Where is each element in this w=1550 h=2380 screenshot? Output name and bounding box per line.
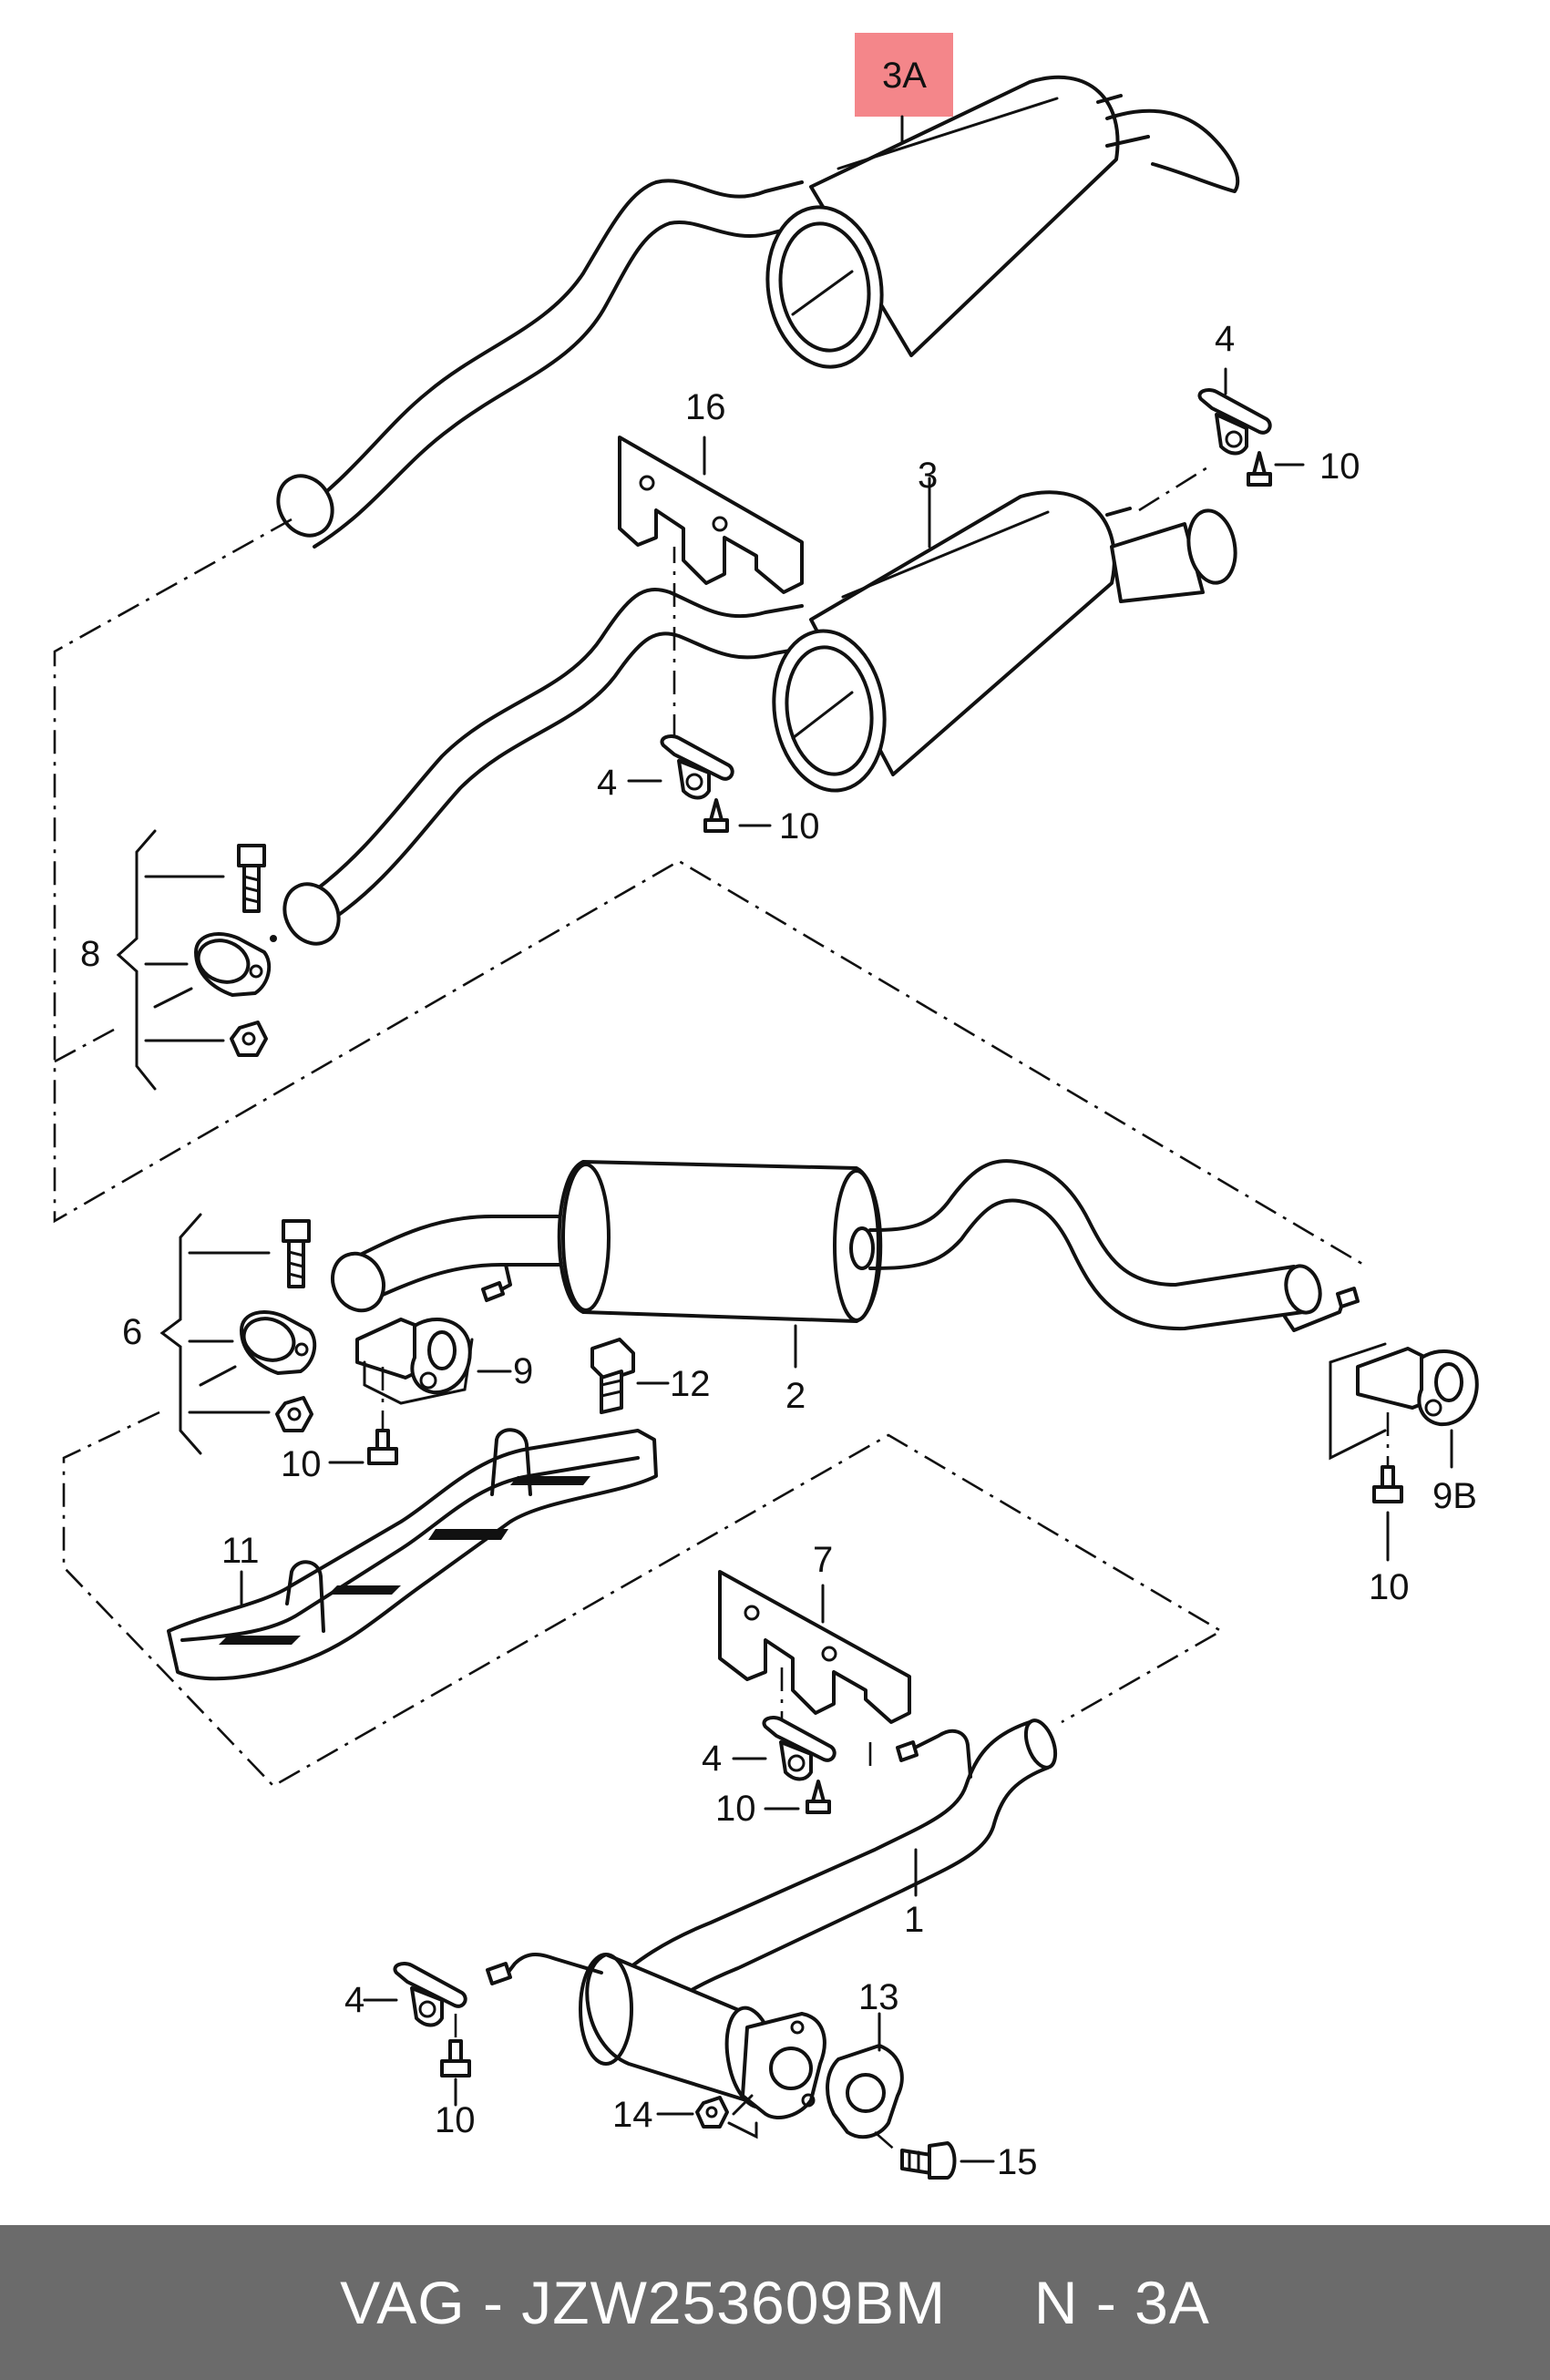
part-14-nut — [656, 2094, 758, 2139]
part-7-bracket — [718, 1570, 911, 1724]
footer-part-number: JZW253609BM — [521, 2269, 947, 2336]
callout-10-mid: 10 — [779, 806, 820, 846]
footer-item-reference: N - 3A — [1033, 2269, 1210, 2336]
callout-10-top: 10 — [1319, 446, 1360, 487]
assembly-boundary-upper — [53, 518, 1368, 1268]
callout-7: 7 — [813, 1540, 833, 1580]
callout-10-low: 10 — [715, 1789, 756, 1829]
callout-labels: 3A 16 4 10 3 4 10 8 6 9 12 2 10 11 9B 10… — [80, 56, 1477, 2182]
callout-9: 9 — [513, 1351, 533, 1391]
callout-3: 3 — [918, 456, 938, 496]
part-4-hanger-bottom — [363, 1962, 471, 2107]
part-1-front-pipe — [486, 1718, 1058, 2119]
callout-11: 11 — [221, 1531, 260, 1571]
callout-4-bottom: 4 — [344, 1980, 364, 2020]
part-6-clamp-set — [159, 1213, 317, 1455]
callout-4-top: 4 — [1215, 319, 1235, 359]
part-9b-rubber-mount — [1329, 1342, 1479, 1562]
part-10-screw-left — [328, 1367, 398, 1465]
callout-4-mid: 4 — [597, 763, 617, 803]
part-4-hanger-mid — [627, 547, 772, 833]
callout-10-right: 10 — [1369, 1567, 1410, 1607]
callout-4-low: 4 — [702, 1739, 722, 1779]
part-8-clamp-set — [116, 829, 277, 1091]
callout-12: 12 — [670, 1364, 711, 1404]
part-12-bolt — [590, 1338, 670, 1414]
part-15-bolt — [874, 2131, 995, 2180]
callout-1: 1 — [904, 1900, 924, 1940]
callout-14: 14 — [612, 2095, 653, 2135]
callout-9b: 9B — [1432, 1476, 1477, 1516]
part-16-bracket — [618, 436, 804, 594]
part-3a-rear-muffler — [276, 33, 1240, 549]
callout-3a: 3A — [882, 56, 927, 96]
callout-13: 13 — [858, 1977, 899, 2017]
part-9-rubber-mount — [355, 1317, 512, 1405]
part-11-heat-shield — [167, 1428, 658, 1681]
callout-16: 16 — [685, 387, 726, 427]
part-13-gasket — [826, 2012, 904, 2139]
part-2-middle-muffler — [331, 1159, 1360, 1369]
part-3-rear-muffler — [282, 477, 1237, 946]
footer-separator: - — [465, 2269, 522, 2336]
callout-10-bottom: 10 — [435, 2100, 476, 2140]
footer-caption: VAG - JZW253609BM N - 3A — [0, 2225, 1550, 2380]
footer-gap — [946, 2268, 1034, 2337]
assembly-boundary-lower — [62, 1411, 1224, 1788]
part-4-hanger-top — [1138, 367, 1305, 512]
highlight-box-3a — [855, 33, 953, 117]
part-4-hanger-low — [732, 1667, 872, 1814]
callout-6: 6 — [122, 1312, 142, 1352]
footer-brand: VAG — [340, 2269, 466, 2336]
callout-2: 2 — [785, 1376, 806, 1416]
footer-bar: VAG - JZW253609BM N - 3A — [0, 2225, 1550, 2380]
exhaust-system-diagram: 3A 16 4 10 3 4 10 8 6 9 12 2 10 11 9B 10… — [53, 33, 1479, 2182]
callout-15: 15 — [997, 2142, 1038, 2182]
callout-10-left: 10 — [281, 1444, 322, 1484]
callout-8: 8 — [80, 934, 100, 974]
